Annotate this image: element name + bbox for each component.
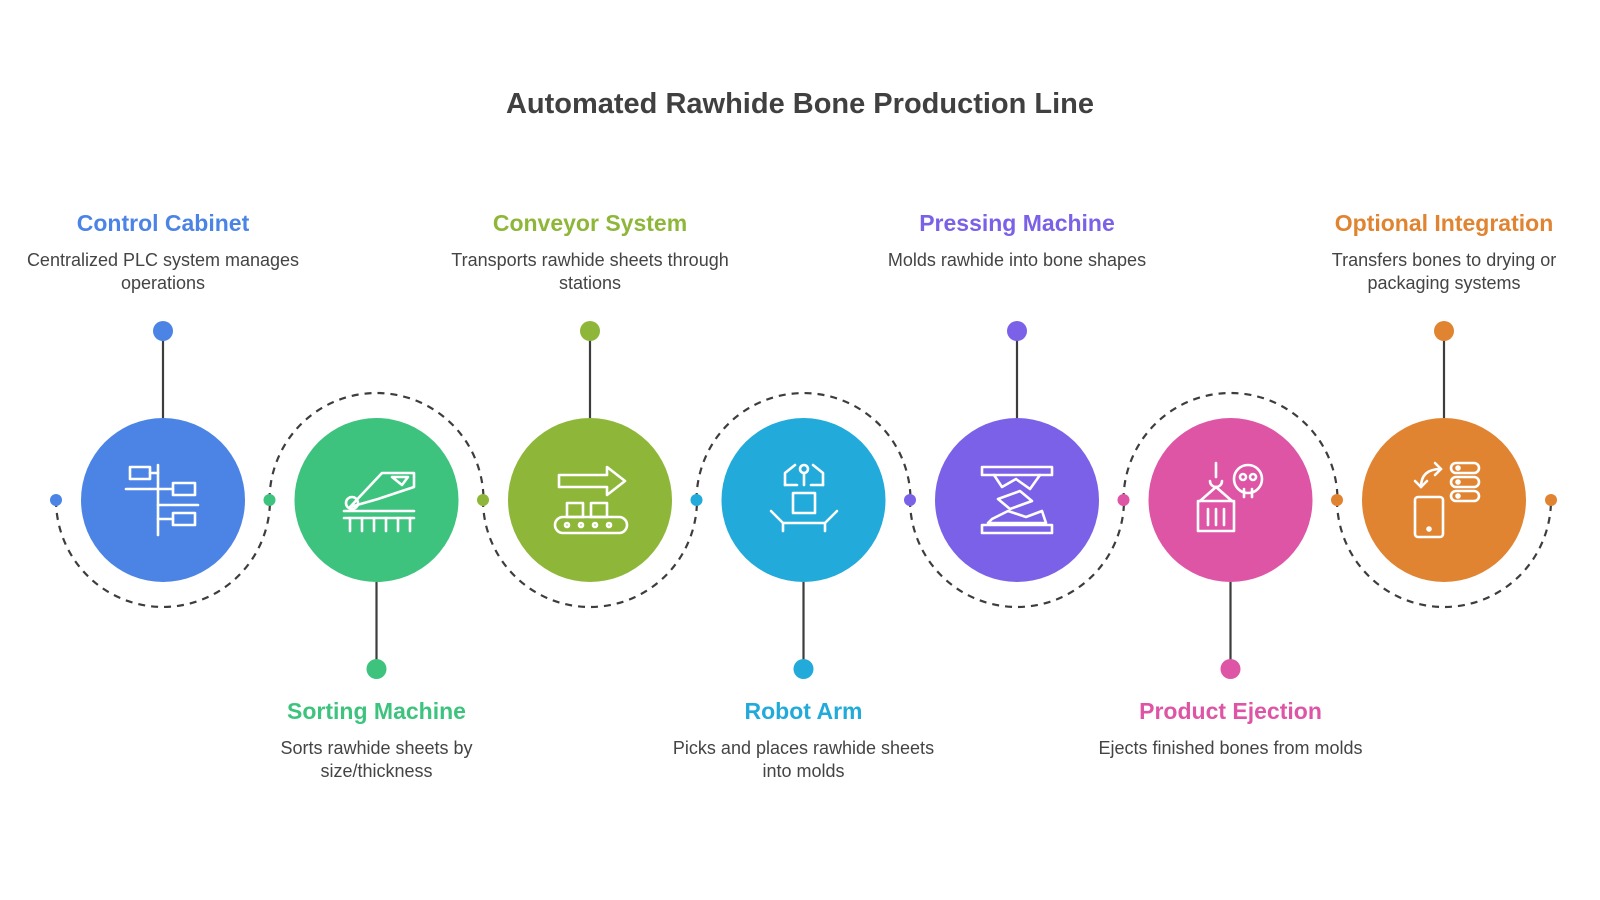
pin-dot [1434, 321, 1454, 341]
step-description: Transfers bones to drying or packaging s… [1331, 250, 1557, 293]
step-title: Sorting Machine [287, 698, 466, 724]
conveyor-icon [545, 455, 635, 545]
step-description: Molds rawhide into bone shapes [887, 250, 1147, 270]
ejection-icon [1186, 455, 1276, 545]
step-description: Centralized PLC system manages operation… [26, 250, 300, 293]
step-description: Transports rawhide sheets through statio… [451, 250, 729, 293]
pin-dot [1007, 321, 1027, 341]
robot-arm-icon [759, 455, 849, 545]
junction-dot [1117, 494, 1130, 506]
pin-dot [580, 321, 600, 341]
step-title: Product Ejection [1139, 698, 1322, 724]
step-circle [81, 418, 245, 582]
junction-dot [50, 494, 62, 506]
step-title: Optional Integration [1334, 210, 1554, 236]
page-title: Automated Rawhide Bone Production Line [505, 88, 1095, 120]
step-title: Pressing Machine [919, 210, 1115, 236]
step-description: Sorts rawhide sheets by size/thickness [280, 738, 473, 781]
press-icon [972, 455, 1062, 545]
junction-dot [690, 494, 703, 506]
step-title: Robot Arm [744, 698, 863, 724]
junction-dot [1331, 494, 1343, 506]
step-circle [721, 418, 886, 582]
step-title: Conveyor System [492, 210, 688, 236]
junction-dot [263, 494, 276, 506]
sorting-machine-icon [332, 455, 422, 545]
pin-dot [366, 659, 387, 679]
junction-dot [1545, 494, 1557, 506]
step-description: Ejects finished bones from molds [1098, 738, 1363, 758]
step-circle [935, 418, 1099, 582]
junction-dot [477, 494, 489, 506]
junction-dot [904, 494, 916, 506]
integration-icon [1399, 455, 1489, 545]
step-title: Control Cabinet [76, 210, 250, 236]
step-description: Picks and places rawhide sheets into mol… [672, 738, 935, 781]
step-circle [508, 418, 672, 582]
pin-dot [1220, 659, 1241, 679]
pin-dot [153, 321, 173, 341]
pin-dot [793, 659, 814, 679]
hierarchy-icon [118, 455, 208, 545]
